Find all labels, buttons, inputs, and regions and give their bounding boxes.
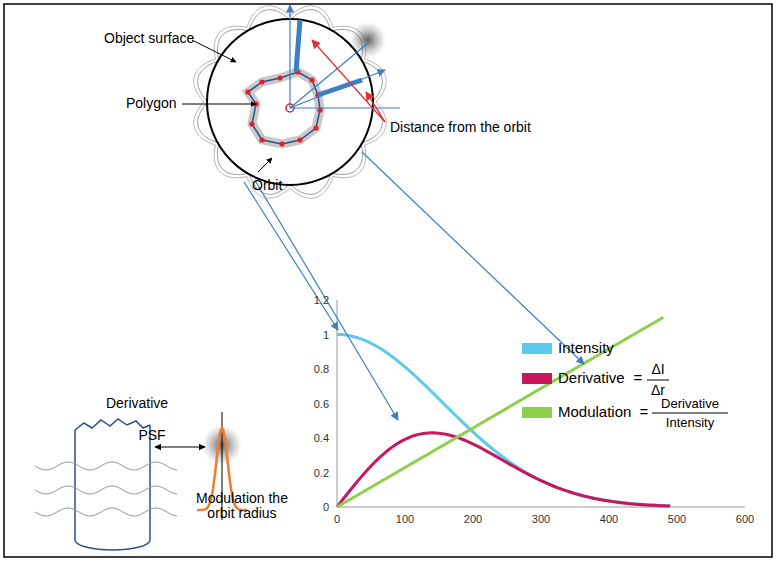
formula-text: Intensity bbox=[666, 416, 714, 430]
formula-text: = bbox=[640, 404, 649, 421]
psf-arrow bbox=[155, 446, 205, 447]
part-label: Distance from the orbit bbox=[390, 120, 531, 135]
cylinder bbox=[75, 425, 150, 550]
legend-text: Modulation bbox=[558, 404, 631, 421]
axis-tick: 0.2 bbox=[314, 466, 329, 478]
chart bbox=[244, 152, 745, 507]
leader-line bbox=[366, 92, 385, 122]
x-axis bbox=[337, 507, 745, 508]
vertex-dot bbox=[309, 77, 314, 82]
y-axis bbox=[337, 300, 338, 507]
axis-tick: 0.8 bbox=[314, 363, 329, 375]
ray bbox=[290, 70, 385, 108]
formula-text: ΔI bbox=[651, 362, 664, 377]
part-label: Polygon bbox=[126, 96, 177, 111]
fraction-bar bbox=[647, 380, 669, 381]
axis-tick: 400 bbox=[600, 513, 618, 525]
axis-tick: 0 bbox=[334, 513, 340, 525]
legend-text: Derivative bbox=[558, 370, 625, 387]
pointer-arrow bbox=[244, 182, 338, 330]
fraction-bar bbox=[652, 413, 728, 414]
vertex-dot bbox=[259, 79, 264, 84]
axis-tick: 100 bbox=[396, 513, 414, 525]
distance-bar bbox=[296, 20, 300, 72]
vertex-dot bbox=[313, 125, 318, 130]
legend-text: Intensity bbox=[558, 340, 614, 357]
psf-figure bbox=[35, 412, 247, 550]
curve bbox=[337, 317, 663, 507]
legend-swatch bbox=[522, 407, 552, 418]
vertex-dot bbox=[259, 137, 264, 142]
formula-text: Derivative bbox=[661, 397, 719, 411]
axis-tick: 600 bbox=[736, 513, 754, 525]
axis-tick: 0 bbox=[323, 501, 329, 513]
legend-entry: Modulation bbox=[522, 403, 642, 423]
axis-tick: 0.4 bbox=[314, 432, 329, 444]
axis-tick: 0.6 bbox=[314, 397, 329, 409]
legend-entry: Derivative bbox=[522, 369, 642, 389]
part-label: Derivative bbox=[106, 396, 168, 411]
part-label: Orbit bbox=[252, 178, 282, 193]
leader-line bbox=[182, 104, 256, 105]
leader-line bbox=[192, 40, 236, 62]
ray bbox=[289, 5, 290, 108]
legend-swatch bbox=[522, 373, 552, 384]
wave-line bbox=[35, 508, 177, 516]
frame bbox=[4, 4, 772, 557]
distance-bar bbox=[318, 80, 362, 95]
orbit-figure bbox=[182, 5, 400, 198]
legend-swatch bbox=[522, 343, 552, 354]
leader-line bbox=[258, 158, 272, 172]
curve bbox=[337, 335, 670, 506]
vertex-dot bbox=[297, 137, 302, 142]
formula-text: = bbox=[634, 370, 643, 387]
legend-entry: Intensity bbox=[522, 339, 642, 359]
pointer-arrow bbox=[362, 152, 584, 364]
axis-tick: 1 bbox=[323, 328, 329, 340]
part-label: Modulation the orbit radius bbox=[183, 491, 301, 522]
axis-tick: 300 bbox=[532, 513, 550, 525]
orbit-wave bbox=[194, 6, 386, 198]
part-label: Object surface bbox=[104, 31, 194, 46]
curve bbox=[337, 433, 670, 507]
part-label: PSF bbox=[138, 428, 165, 443]
wave-line bbox=[35, 462, 177, 470]
ray bbox=[290, 43, 368, 108]
axis-tick: 1.2 bbox=[314, 294, 329, 306]
axis-tick: 200 bbox=[464, 513, 482, 525]
wave-line bbox=[35, 486, 177, 494]
vertex-dot bbox=[245, 89, 250, 94]
leader-line bbox=[312, 40, 385, 122]
pointer-arrow bbox=[256, 182, 398, 420]
ray bbox=[290, 107, 400, 108]
vertex-dot bbox=[277, 75, 282, 80]
vertex-dot bbox=[279, 141, 284, 146]
vertex-dot bbox=[249, 121, 254, 126]
axis-tick: 500 bbox=[668, 513, 686, 525]
